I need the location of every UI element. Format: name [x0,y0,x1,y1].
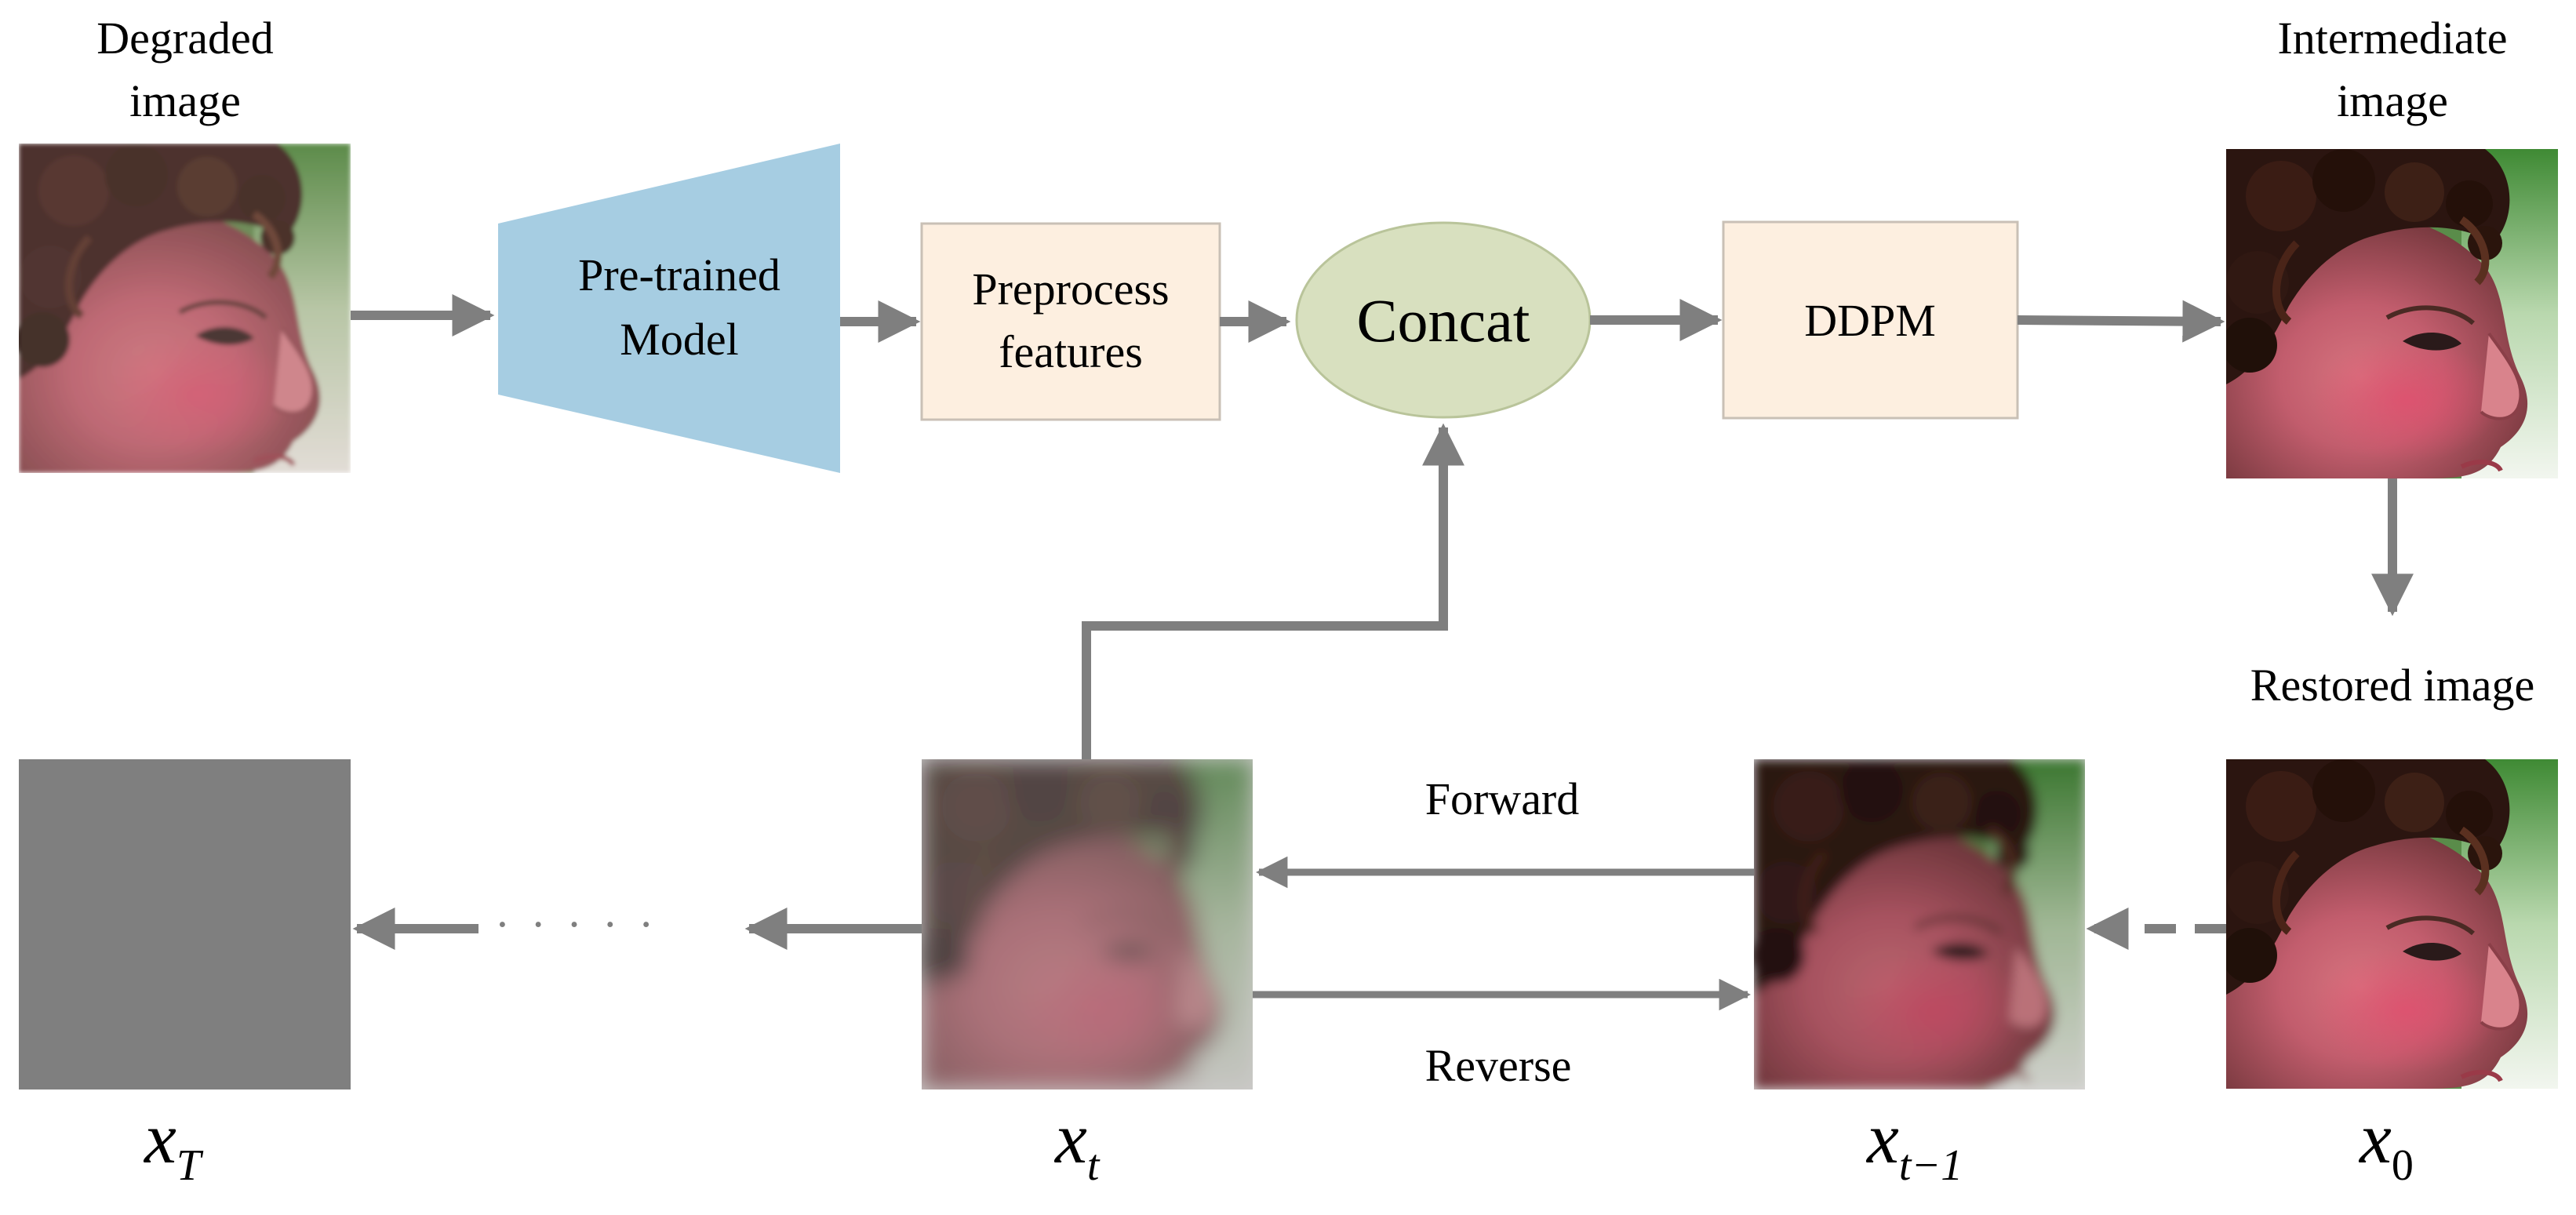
ddpm-box [1722,220,2019,420]
intermediate-label-line1: Intermediate [2277,13,2507,64]
label-xt: xt [1053,1098,1101,1190]
forward-label: Forward [1425,773,1580,824]
preprocess-label-line2: features [999,326,1143,377]
degraded-label-line2: image [129,75,241,126]
intermediate-image [2222,149,2558,478]
degraded-label-line1: Degraded [96,13,273,64]
noise-image-xT [19,759,351,1089]
preprocess-label-line1: Preprocess [972,264,1169,315]
restored-label: Restored image [2250,660,2534,711]
concat-label: Concat [1357,286,1530,355]
label-x0: x0 [2358,1098,2414,1190]
preprocess-features-box [920,222,1221,421]
image-xt [922,759,1253,1089]
degraded-image [19,144,351,473]
pretrained-model-block [498,144,840,473]
label-xt-minus-1: xt−1 [1865,1098,1963,1190]
arrow-xt-to-concat [1082,423,1464,759]
arrow-ddpm-to-intermediate [2017,300,2225,343]
model-label-line1: Pre-trained [578,249,780,300]
restored-image-x0 [2222,759,2558,1089]
image-xt-minus-1 [1754,759,2085,1089]
ddpm-label: DDPM [1804,295,1936,346]
ellipsis: · · · · · [495,899,659,950]
label-xT: xT [143,1098,204,1190]
reverse-label: Reverse [1425,1040,1572,1091]
intermediate-label-line2: image [2337,75,2448,126]
model-label-line2: Model [620,314,738,365]
